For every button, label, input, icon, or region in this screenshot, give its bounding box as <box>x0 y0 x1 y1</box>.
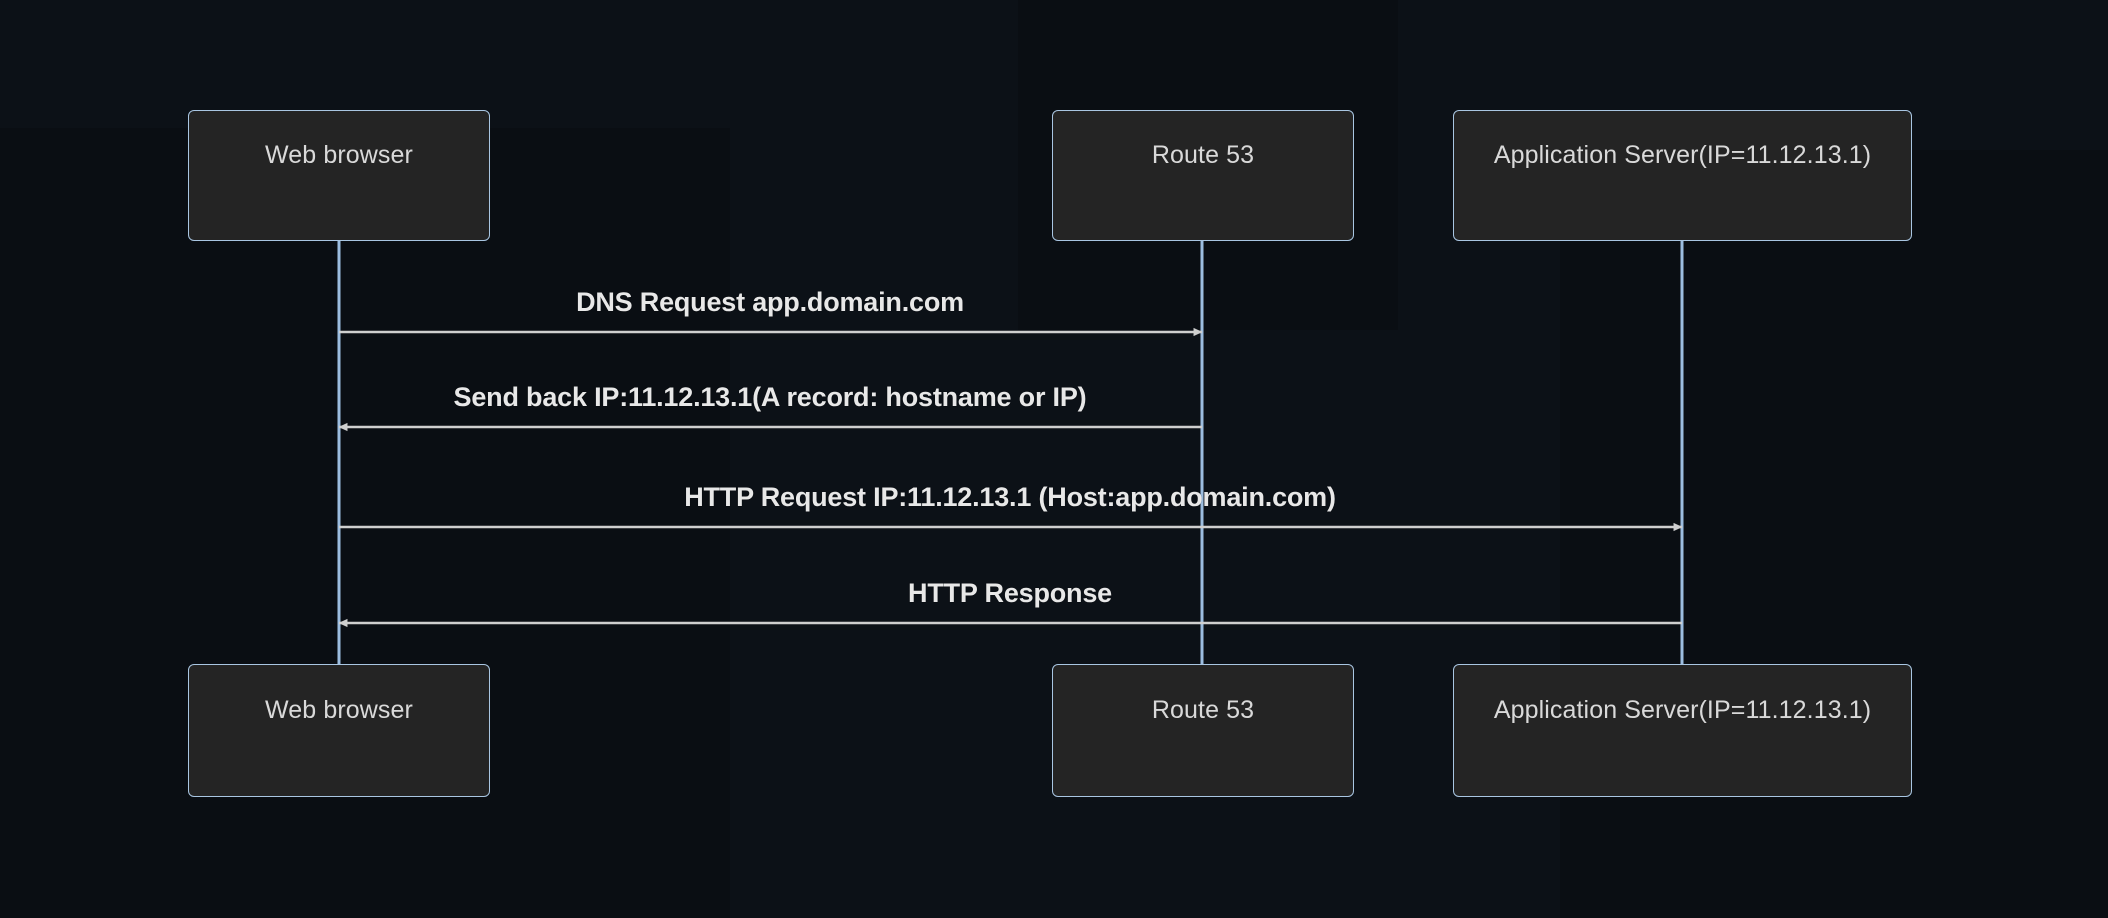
participant-box-route-53-bottom[interactable]: Route 53 <box>1052 664 1354 797</box>
participant-box-application-server-top[interactable]: Application Server(IP=11.12.13.1) <box>1453 110 1912 241</box>
participant-label: Application Server(IP=11.12.13.1) <box>1493 141 1872 169</box>
participant-label: Route 53 <box>1151 141 1255 169</box>
participant-label: Route 53 <box>1151 696 1255 724</box>
participant-box-application-server-bottom[interactable]: Application Server(IP=11.12.13.1) <box>1453 664 1912 797</box>
participant-label: Web browser <box>265 141 413 169</box>
participant-label: Web browser <box>265 696 413 724</box>
message-label-dns-request: DNS Request app.domain.com <box>576 287 964 317</box>
participant-box-web-browser-top[interactable]: Web browser <box>188 110 490 241</box>
message-label-http-response: HTTP Response <box>908 578 1112 608</box>
message-arrow-layer <box>338 327 1683 628</box>
participant-box-web-browser-bottom[interactable]: Web browser <box>188 664 490 797</box>
message-label-http-request: HTTP Request IP:11.12.13.1 (Host:app.dom… <box>684 482 1336 512</box>
participant-box-route-53-top[interactable]: Route 53 <box>1052 110 1354 241</box>
lifeline-layer <box>337 241 1684 664</box>
participant-label: Application Server(IP=11.12.13.1) <box>1493 696 1872 724</box>
message-label-send-back-ip: Send back IP:11.12.13.1(A record: hostna… <box>453 382 1087 412</box>
